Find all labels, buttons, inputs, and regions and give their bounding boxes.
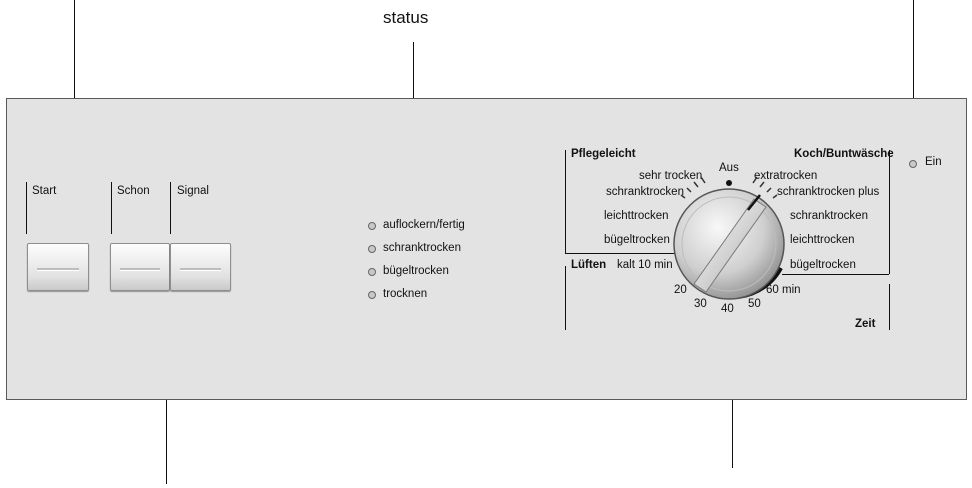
callout-status-label: status [383,8,429,27]
time-bracket [889,284,890,330]
off-position-dot [726,180,732,186]
program-dial-pointer [747,194,761,211]
start-button[interactable] [27,243,89,291]
time-mark-40: 40 [721,303,734,315]
dial-option-left-leichttrocken: leichttrocken [604,210,669,222]
right-scale-ticks [752,176,778,199]
schon-button[interactable] [110,243,170,291]
schon-button-groove [120,268,160,271]
time-mark-20: 20 [674,284,687,296]
dial-off-label: Aus [719,162,739,174]
signal-button-groove [180,268,221,271]
time-mark-60: 60 min [766,284,801,296]
schon-button-label: Schon [117,185,150,197]
dial-option-left-schranktrocken: schranktrocken [606,186,684,198]
dial-option-extratrocken: extratrocken [754,170,818,182]
lueften-bracket [565,266,566,330]
callout-line-power [913,0,914,161]
signal-label-tick [170,182,171,234]
group-left-label: Pflegeleicht [571,148,636,160]
dial-option-right-leichttrocken: leichttrocken [790,234,855,246]
status-led-schranktrocken [368,245,376,253]
status-label-schranktrocken: schranktrocken [383,242,461,254]
time-label: Zeit [855,318,876,330]
status-label-buegeltrocken: bügeltrocken [383,265,449,277]
group-right-label: Koch/Buntwäsche [794,148,894,160]
status-label-auflockern: auflockern/fertig [383,219,465,231]
callout-line-dial [732,340,733,468]
start-button-groove [37,268,79,271]
time-mark-30: 30 [694,298,707,310]
schon-label-tick [111,182,112,234]
dial-option-sehr-trocken: sehr trocken [639,170,703,182]
dial-option-left-buegeltrocken: bügeltrocken [604,234,670,246]
status-led-trocknen [368,291,376,299]
group-left-bracket-bottom [565,253,678,254]
power-label: Ein [925,156,942,168]
signal-button[interactable] [170,243,231,291]
lueften-label: Lüften [571,259,607,271]
group-right-bracket [889,150,890,274]
status-led-buegeltrocken [368,268,376,276]
time-mark-50: 50 [748,298,761,310]
group-left-bracket [565,150,566,253]
dial-option-schranktrocken-plus: schranktrocken plus [777,186,880,198]
lueften-option-label: kalt 10 min [617,259,673,271]
signal-button-label: Signal [177,185,209,197]
status-led-auflockern [368,222,376,230]
power-led [909,160,917,168]
callout-line-buttons [166,316,167,484]
program-dial-grip [693,198,767,293]
dial-option-right-buegeltrocken: bügeltrocken [790,259,856,271]
dial-option-right-schranktrocken: schranktrocken [790,210,868,222]
left-scale-ticks [680,176,706,199]
group-right-bracket-bottom [782,274,889,275]
start-button-label: Start [32,185,57,197]
status-label-trocknen: trocknen [383,288,428,300]
start-label-tick [26,182,27,234]
